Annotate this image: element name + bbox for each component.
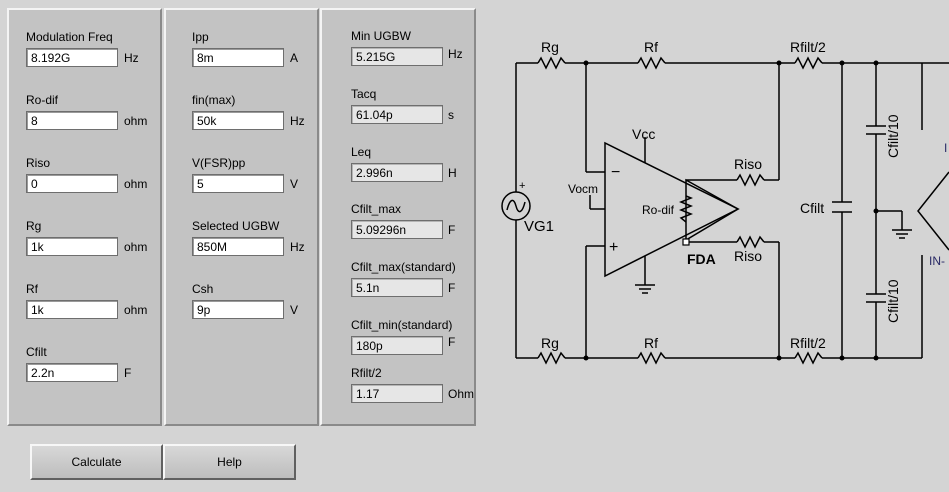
adc-body [918, 172, 949, 250]
field-label: Csh [192, 282, 213, 296]
fin-max-input[interactable]: 50k [192, 111, 284, 130]
cfilt-min-standard-value: 180p [351, 336, 443, 355]
field-unit: V [290, 177, 298, 191]
field-label: Cfilt_min(standard) [351, 318, 452, 332]
field-label: Min UGBW [351, 29, 411, 43]
field-label: Cfilt [26, 345, 47, 359]
cfilt10-bottom-label: Cfilt/10 [885, 279, 901, 323]
ro-dif-label: Ro-dif [642, 203, 675, 217]
riso-bottom-label: Riso [734, 248, 762, 264]
rf-input[interactable]: 1k [26, 300, 118, 319]
field-unit: F [448, 223, 455, 237]
field-unit: s [448, 108, 454, 122]
rf-top-resistor [638, 58, 665, 68]
field-unit: ohm [124, 303, 147, 317]
leq-value: 2.996n [351, 163, 443, 182]
calculate-button[interactable]: Calculate [30, 444, 163, 480]
rf-bottom-label: Rf [644, 335, 658, 351]
field-label: Cfilt_max(standard) [351, 260, 456, 274]
field-label: V(FSR)pp [192, 156, 245, 170]
field-label: Riso [26, 156, 50, 170]
fda-label: FDA [687, 251, 716, 267]
vcc-label: Vcc [632, 126, 655, 142]
field-label: Rf [26, 282, 38, 296]
riso-bottom-resistor [737, 237, 764, 247]
field-unit: ohm [124, 114, 147, 128]
rfilt-top-resistor [795, 58, 822, 68]
cfilt-label: Cfilt [800, 200, 824, 216]
ro-dif-input[interactable]: 8 [26, 111, 118, 130]
results-panel: Min UGBW 5.215G Hz Tacq 61.04p s Leq 2.9… [320, 8, 476, 426]
field-unit: Ohm [448, 387, 474, 401]
input-panel-1: Modulation Freq 8.192G Hz Ro-dif 8 ohm R… [7, 8, 162, 426]
vg1-label: VG1 [524, 218, 554, 235]
field-unit: F [124, 366, 131, 380]
rf-bottom-resistor [638, 353, 665, 363]
field-unit: ohm [124, 240, 147, 254]
field-unit: Hz [290, 114, 305, 128]
output-node [683, 239, 689, 245]
opamp-minus-label: − [611, 164, 620, 181]
field-unit: V [290, 303, 298, 317]
rfilt-bottom-label: Rfilt/2 [790, 335, 826, 351]
cfilt-input[interactable]: 2.2n [26, 363, 118, 382]
field-label: Selected UGBW [192, 219, 279, 233]
rg-top-resistor [538, 58, 565, 68]
rf-top-label: Rf [644, 39, 658, 55]
adc-in-plus-label: I [944, 141, 947, 155]
rg-input[interactable]: 1k [26, 237, 118, 256]
field-label: Leq [351, 145, 371, 159]
fda-schematic-diagram: Rg Rf Rfilt/2 Rg Rf Rfilt/2 Riso Riso Cf… [498, 0, 949, 492]
input-panel-2: Ipp 8m A fin(max) 50k Hz V(FSR)pp 5 V Se… [164, 8, 319, 426]
help-button[interactable]: Help [163, 444, 296, 480]
field-label: Cfilt_max [351, 202, 401, 216]
field-unit: Hz [290, 240, 305, 254]
field-label: Rg [26, 219, 41, 233]
field-label: Tacq [351, 87, 376, 101]
selected-ugbw-input[interactable]: 850M [192, 237, 284, 256]
field-unit: A [290, 51, 298, 65]
field-unit: Hz [124, 51, 139, 65]
field-unit: F [448, 335, 455, 349]
field-label: Rfilt/2 [351, 366, 382, 380]
rg-top-label: Rg [541, 39, 559, 55]
rg-bottom-resistor [538, 353, 565, 363]
tacq-value: 61.04p [351, 105, 443, 124]
cfilt-max-standard-value: 5.1n [351, 278, 443, 297]
ipp-input[interactable]: 8m [192, 48, 284, 67]
field-unit: ohm [124, 177, 147, 191]
opamp-plus-label: + [609, 239, 618, 256]
rfilt-half-value: 1.17 [351, 384, 443, 403]
riso-top-resistor [737, 175, 764, 185]
field-label: Ro-dif [26, 93, 58, 107]
cfilt-max-value: 5.09296n [351, 220, 443, 239]
field-label: fin(max) [192, 93, 235, 107]
field-label: Modulation Freq [26, 30, 113, 44]
vfsr-pp-input[interactable]: 5 [192, 174, 284, 193]
modulation-freq-input[interactable]: 8.192G [26, 48, 118, 67]
cfilt10-top-label: Cfilt/10 [885, 114, 901, 158]
field-unit: F [448, 281, 455, 295]
rfilt-bottom-resistor [795, 353, 822, 363]
rfilt-top-label: Rfilt/2 [790, 39, 826, 55]
riso-top-label: Riso [734, 156, 762, 172]
adc-in-minus-label: IN- [929, 254, 945, 268]
rg-bottom-label: Rg [541, 335, 559, 351]
csh-input[interactable]: 9p [192, 300, 284, 319]
riso-input[interactable]: 0 [26, 174, 118, 193]
min-ugbw-value: 5.215G [351, 47, 443, 66]
field-unit: Hz [448, 47, 463, 61]
field-unit: H [448, 166, 457, 180]
field-label: Ipp [192, 30, 209, 44]
source-plus-label: + [519, 180, 525, 192]
vocm-label: Vocm [568, 182, 598, 196]
